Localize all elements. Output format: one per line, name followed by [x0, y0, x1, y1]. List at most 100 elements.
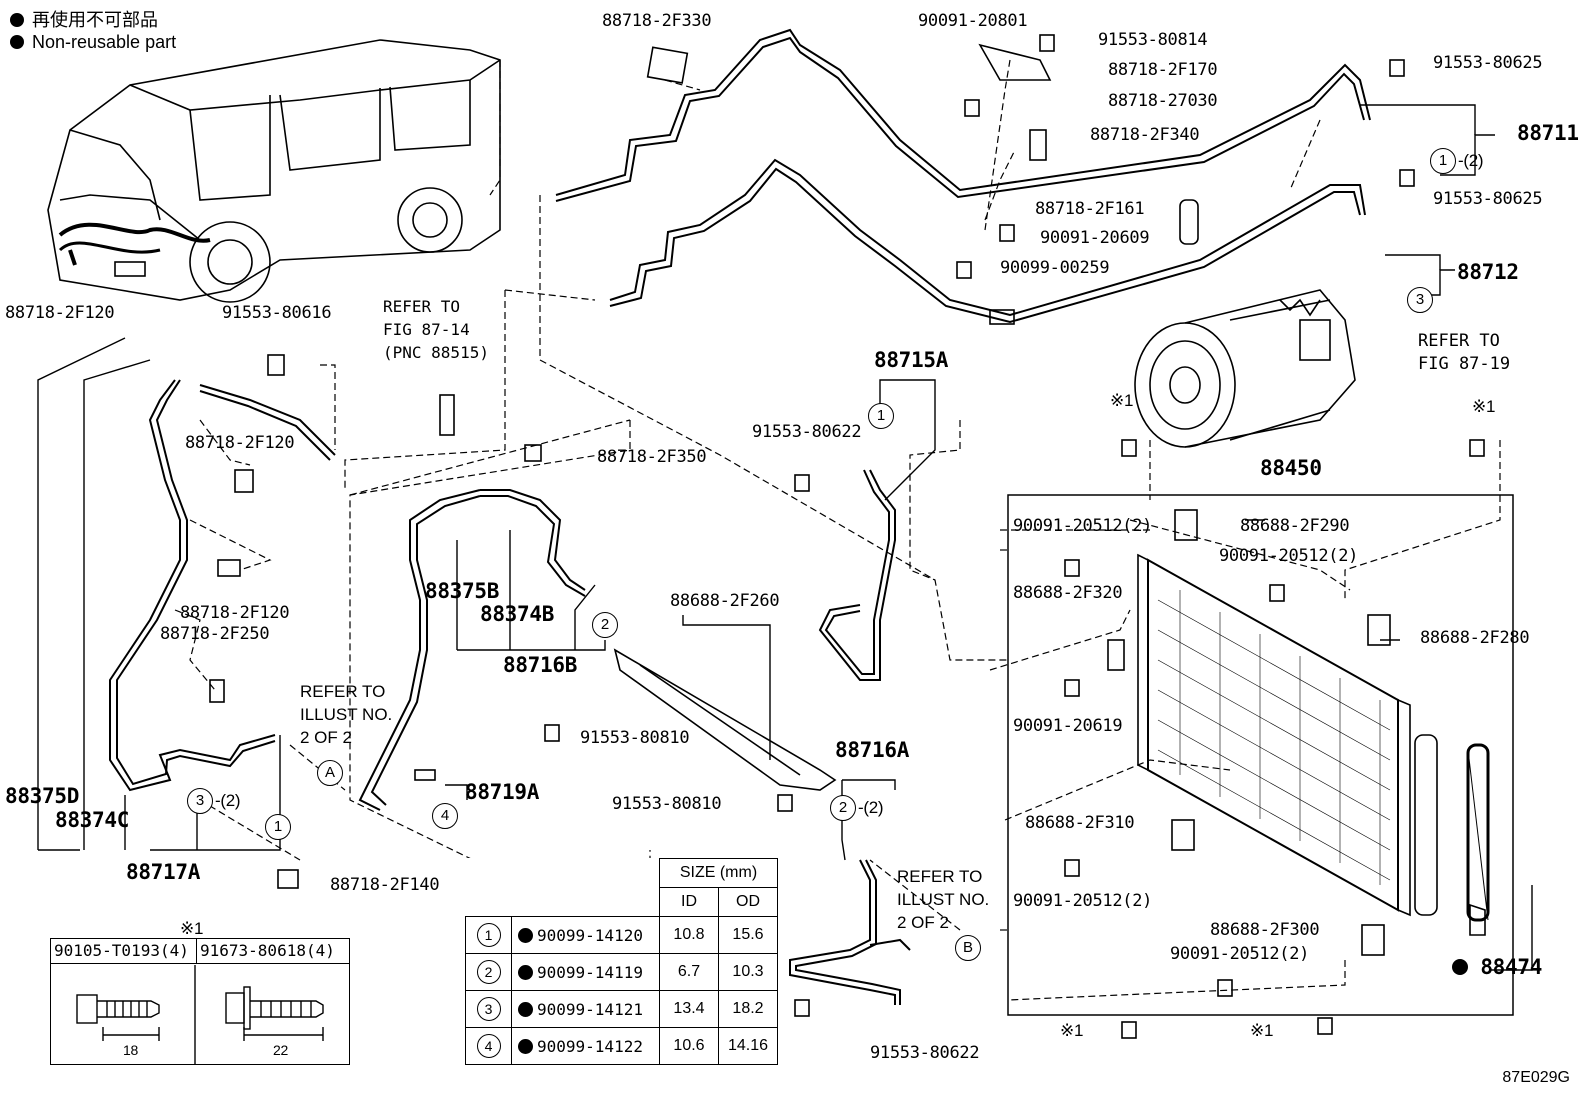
star-note: ※1 — [1250, 1021, 1274, 1040]
pipe-88374c — [109, 379, 336, 792]
van-illustration — [47, 39, 501, 303]
ref-fig-87-14: REFER TO FIG 87-14 (PNC 88515) — [383, 297, 489, 362]
callout-brackets — [37, 104, 1533, 971]
circled-marker-1: 1 — [476, 923, 501, 947]
part-label: 90091-20609 — [1040, 228, 1150, 248]
circled-marker-2: 2 — [830, 795, 856, 821]
circled-marker-4: 4 — [432, 803, 458, 829]
part-label: 88712 — [1457, 260, 1519, 284]
part-label: 88718-2F340 — [1090, 125, 1200, 145]
pipe-88715a — [818, 469, 896, 681]
bullet-icon — [518, 1001, 533, 1017]
dashed-leaders — [174, 59, 1501, 1001]
part-label: 90091-20512(2) — [1013, 516, 1153, 536]
figure-code: 87E029G — [1502, 1069, 1570, 1086]
part-label: 88719A — [465, 780, 540, 804]
part-label: 90091-20512(2) — [1219, 546, 1359, 566]
table-row: 1 90099-14120 10.8 15.6 — [465, 916, 778, 954]
part-label: 91553-80622 — [870, 1043, 980, 1063]
pipe-88716b — [358, 489, 586, 811]
part-label: 90091-20512(2) — [1170, 944, 1310, 964]
table-row: 4 90099-14122 10.6 14.16 — [465, 1027, 778, 1065]
part-label: 88375D — [5, 784, 80, 808]
part-label: 90091-20512(2) — [1013, 891, 1153, 911]
legend-en: Non-reusable part — [10, 32, 176, 53]
ref-fig-87-19: REFER TO FIG 87-19 — [1418, 331, 1511, 374]
od-header: OD — [718, 887, 778, 917]
fastener-dim2: 22 — [273, 1042, 288, 1058]
table-row: 2 90099-14119 6.7 10.3 — [465, 953, 778, 991]
part-label: 88450 — [1260, 456, 1322, 480]
pipe-88716a — [789, 859, 911, 1005]
part-label: 88375B — [425, 579, 500, 603]
compressor — [1134, 289, 1356, 448]
part-label: 88715A — [874, 348, 949, 372]
circled-marker-1: 1 — [868, 403, 894, 429]
part-label: 88688-2F290 — [1240, 516, 1350, 536]
qty-marker: -(2) — [215, 791, 241, 810]
part-label: 88718-2F120 — [180, 603, 290, 623]
part-label: 91553-80814 — [1098, 30, 1208, 50]
circled-marker-3: 3 — [476, 997, 501, 1021]
part-label: 88718-27030 — [1108, 91, 1218, 111]
part-label: 88688-2F300 — [1210, 920, 1320, 940]
table-row: 3 90099-14121 13.4 18.2 — [465, 990, 778, 1028]
part-label: 88374C — [55, 808, 130, 832]
size-header: SIZE (mm) — [659, 858, 778, 888]
part-label: 88718-2F120 — [185, 433, 295, 453]
qty-marker: -(2) — [1458, 151, 1484, 170]
id-header: ID — [659, 887, 719, 917]
suction-hose — [609, 158, 1366, 325]
star-note: ※1 — [1110, 391, 1134, 410]
bullet-icon — [10, 35, 24, 49]
part-label: 91553-80625 — [1433, 53, 1543, 73]
part-label: 90099-00259 — [1000, 258, 1110, 278]
hose-size-table: SIZE (mm) ID OD 1 90099-14120 10.8 15.6 … — [465, 858, 778, 1065]
part-label: 91553-80810 — [580, 728, 690, 748]
part-label: 88718-2F250 — [160, 624, 270, 644]
fastener-dim1: 18 — [123, 1042, 138, 1058]
qty-marker: -(2) — [858, 798, 884, 817]
part-label: 90091-20801 — [918, 11, 1028, 31]
circled-marker-2: 2 — [592, 612, 618, 638]
circled-marker-4: 4 — [476, 1034, 501, 1058]
circled-marker-1: 1 — [1430, 148, 1456, 174]
part-label: 91553-80622 — [752, 422, 862, 442]
star-note: ※1 — [1472, 397, 1496, 416]
part-label: 88688-2F280 — [1420, 628, 1530, 648]
circled-marker-1: 1 — [265, 814, 291, 840]
part-label: 88688-2F260 — [670, 591, 780, 611]
circled-marker-2: 2 — [476, 960, 501, 984]
part-label: 88716A — [835, 738, 910, 762]
bullet-icon — [518, 927, 533, 943]
part-label: 88711 — [1517, 121, 1579, 145]
part-label: 88716B — [503, 653, 578, 677]
part-label: 88718-2F120 — [5, 303, 115, 323]
bolt-drawings — [76, 965, 324, 1065]
bullet-icon — [518, 964, 533, 980]
condenser-frame — [1007, 494, 1514, 1016]
part-label: 88374B — [480, 602, 555, 626]
part-label: 91553-80616 — [222, 303, 332, 323]
star-note: ※1 — [1060, 1021, 1084, 1040]
circled-marker-3: 3 — [1407, 287, 1433, 313]
part-label: 88718-2F170 — [1108, 60, 1218, 80]
circled-marker-3: 3 — [187, 788, 213, 814]
bullet-icon — [518, 1038, 533, 1054]
fastener-col2-header: 91673-80618(4) — [197, 939, 350, 964]
connector-b: B — [955, 935, 981, 961]
part-label: 91553-80625 — [1433, 189, 1543, 209]
part-label: 88688-2F310 — [1025, 813, 1135, 833]
ref-illust-a: REFER TO ILLUST NO. 2 OF 2 — [300, 682, 393, 747]
part-label: 88718-2F350 — [597, 447, 707, 467]
part-label: 90091-20619 — [1013, 716, 1123, 736]
part-label: 88718-2F330 — [602, 11, 712, 31]
fastener-table: 90105-T0193(4) 91673-80618(4) 18 22 — [50, 938, 350, 1065]
bullet-icon — [10, 13, 24, 27]
part-label: 91553-80810 — [612, 794, 722, 814]
star-note: ※1 — [180, 919, 204, 938]
fastener-glyphs — [209, 34, 1485, 1039]
part-label: 88718-2F161 — [1035, 199, 1145, 219]
fastener-col1-header: 90105-T0193(4) — [51, 939, 197, 964]
